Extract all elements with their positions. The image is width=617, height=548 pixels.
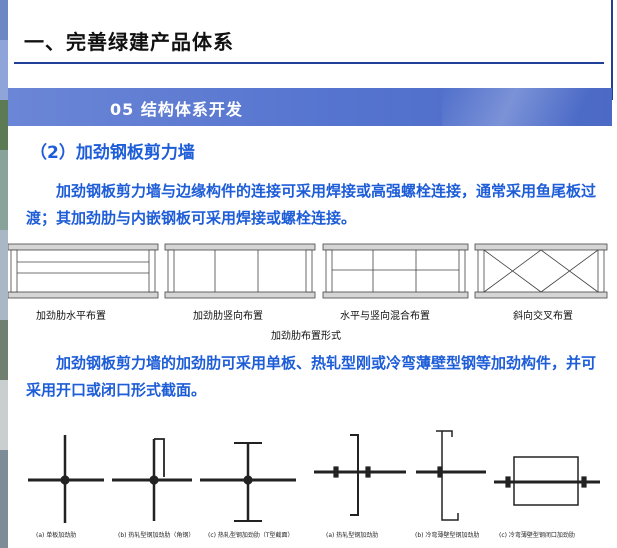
paragraph-connection: 加劲钢板剪力墙与边缘构件的连接可采用焊接或高强螺栓连接，通常采用鱼尾板过渡；其加… — [26, 182, 597, 227]
section-label-t: (c) 热轧型钢加劲肋（T型截面） — [208, 532, 294, 539]
section-label-hot-rolled: (a) 热轧型钢加劲肋 — [326, 532, 379, 539]
subheading: （2）加劲钢板剪力墙 — [30, 143, 195, 163]
section-label-cold-open: (b) 冷弯薄壁型钢加劲肋 — [415, 532, 480, 539]
paragraph-stiffener-types: 加劲钢板剪力墙的加劲肋可采用单板、热轧型刚或冷弯薄壁型钢等加劲构件，并可采用开口… — [26, 354, 597, 399]
section-types-figure — [28, 430, 600, 523]
panel-mixed-stiffeners — [322, 243, 469, 299]
section-label-cold-closed: (c) 冷弯薄壁型钢闭口加劲肋 — [499, 532, 575, 539]
section-cold-formed-open — [416, 430, 486, 521]
label-horizontal: 加劲肋水平布置 — [36, 311, 106, 322]
slide-title: 一、完善绿建产品体系 — [24, 30, 234, 54]
section-cold-formed-closed — [494, 456, 600, 506]
label-vertical: 加劲肋竖向布置 — [193, 311, 263, 322]
panel-vertical-stiffeners — [164, 243, 316, 299]
section-label-single-plate: (a) 单板加劲肋 — [36, 532, 77, 539]
section-angle — [112, 438, 192, 521]
banner-label: 05 结构体系开发 — [110, 100, 243, 119]
stiffener-arrangement-figure — [8, 243, 608, 299]
section-banner: 05 结构体系开发 — [8, 88, 612, 126]
section-label-angle: (b) 热轧型钢加劲肋（角钢） — [118, 532, 195, 539]
banner-highlight — [442, 88, 612, 126]
left-decor-strip — [0, 0, 8, 548]
section-t — [200, 442, 296, 522]
title-underline — [14, 62, 604, 64]
figure-caption: 加劲肋布置形式 — [271, 331, 341, 342]
section-single-plate — [28, 435, 104, 523]
right-accent-rule — [611, 0, 613, 100]
panel-diagonal-stiffeners — [474, 243, 608, 299]
label-mixed: 水平与竖向混合布置 — [340, 311, 430, 322]
section-hot-rolled — [314, 434, 406, 516]
panel-horizontal-stiffeners — [8, 243, 159, 299]
label-diagonal: 斜向交叉布置 — [513, 311, 573, 322]
